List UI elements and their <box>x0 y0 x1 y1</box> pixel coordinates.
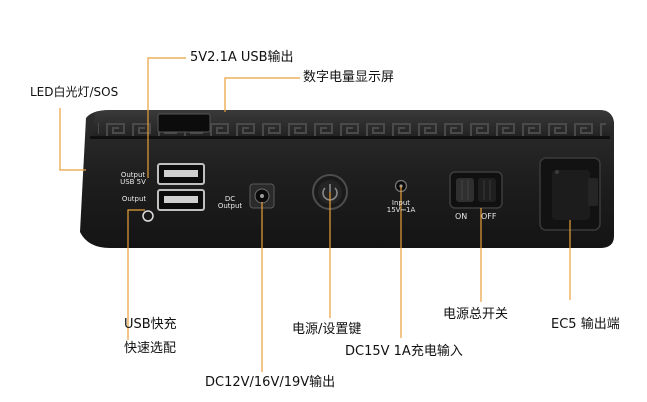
callout-display: 数字电量显示屏 <box>303 70 395 85</box>
quick-charge-icon <box>142 210 154 222</box>
switch-on-label: ON <box>455 212 468 221</box>
callout-power-set-key: 电源/设置键 <box>292 322 362 337</box>
callout-usb-quick-1: USB快充 <box>124 317 177 332</box>
callout-ec5: EC5 输出端 <box>551 317 620 332</box>
callout-usb-output: 5V2.1A USB输出 <box>190 50 294 65</box>
callout-led-light: LED白光灯/SOS <box>30 85 119 99</box>
callout-dc-input: DC15V 1A充电输入 <box>345 344 463 359</box>
dc-output-label: DC Output <box>217 195 243 211</box>
output-usb-label: Output USB 5V <box>120 171 146 187</box>
callout-dc-output: DC12V/16V/19V输出 <box>205 375 336 390</box>
lcd-window <box>157 113 211 133</box>
switch-off-label: OFF <box>481 212 497 221</box>
leader-lines <box>59 57 571 372</box>
callout-main-switch: 电源总开关 <box>443 307 509 322</box>
greek-key-band <box>98 116 606 136</box>
input-label: Input 15V⎓1A <box>386 199 416 215</box>
output-quick-label: Output <box>121 195 147 203</box>
callout-usb-quick-2: 快速选配 <box>124 341 177 356</box>
